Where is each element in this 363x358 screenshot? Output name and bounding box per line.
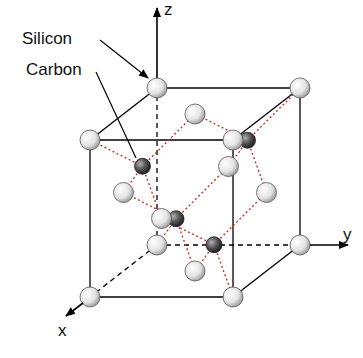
cube-edge bbox=[90, 296, 233, 297]
axis-label: z bbox=[164, 1, 173, 20]
carbon-atom bbox=[135, 158, 151, 174]
leader-line bbox=[96, 72, 136, 158]
axis-label: y bbox=[343, 226, 352, 245]
silicon-atom bbox=[290, 235, 310, 255]
silicon-atom bbox=[185, 104, 205, 124]
silicon-atom bbox=[223, 130, 243, 150]
cube-edge bbox=[90, 139, 233, 140]
y-axis bbox=[310, 244, 348, 246]
cube-edges bbox=[90, 88, 300, 297]
silicon-atom bbox=[147, 235, 167, 255]
silicon-atom bbox=[185, 261, 205, 281]
cube-edge bbox=[233, 245, 300, 297]
bond-line bbox=[143, 114, 196, 166]
bond-line bbox=[248, 88, 301, 140]
bond-line bbox=[176, 167, 229, 219]
cube-edge bbox=[157, 87, 300, 88]
cube-edge bbox=[89, 140, 90, 297]
silicon-atom bbox=[80, 130, 100, 150]
leader-line bbox=[100, 40, 148, 78]
silicon-atom bbox=[114, 183, 134, 203]
callout-label: Carbon bbox=[26, 61, 82, 80]
cube-edge bbox=[90, 245, 157, 297]
silicon-atom bbox=[223, 287, 243, 307]
cube-edge bbox=[299, 88, 300, 245]
silicon-atom bbox=[290, 78, 310, 98]
callout-label: Silicon bbox=[22, 30, 72, 49]
z-axis bbox=[156, 8, 158, 78]
cube-edge bbox=[233, 88, 300, 140]
silicon-atom bbox=[147, 78, 167, 98]
cube-edge bbox=[157, 244, 300, 245]
bond-line bbox=[214, 193, 267, 245]
carbon-atom bbox=[206, 237, 222, 253]
bond-lines bbox=[90, 88, 300, 297]
silicon-atom bbox=[219, 157, 239, 177]
axis-label: x bbox=[58, 322, 67, 341]
x-axis bbox=[66, 303, 83, 316]
silicon-atom bbox=[257, 183, 277, 203]
silicon-atom bbox=[152, 209, 172, 229]
